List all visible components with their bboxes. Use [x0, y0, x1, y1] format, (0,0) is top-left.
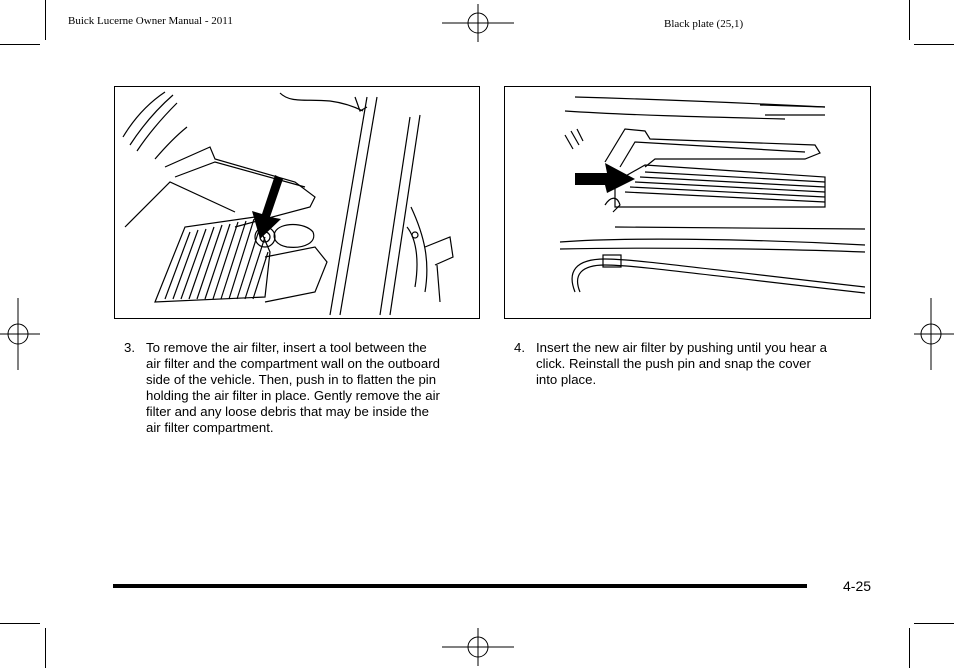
step-3-line: side of the vehicle. Then, push in to fl… [146, 372, 437, 387]
registration-mark-top [442, 4, 514, 42]
crop-mark-top-left-h [0, 44, 40, 45]
step-3-line: holding the air filter in place. Gently … [146, 388, 440, 403]
step-4-text: Insert the new air filter by pushing unt… [536, 340, 872, 388]
step-3-line: air filter and the compartment wall on t… [146, 356, 440, 371]
manual-title: Buick Lucerne Owner Manual - 2011 [68, 15, 233, 27]
registration-mark-bottom [442, 628, 514, 666]
crop-mark-bottom-left-v [45, 628, 46, 668]
step-3-number: 3. [124, 340, 135, 355]
crop-mark-bottom-right-h [914, 623, 954, 624]
down-arrow-icon [252, 175, 283, 239]
step-4-line: Insert the new air filter by pushing unt… [536, 340, 828, 355]
step-3-line: To remove the air filter, insert a tool … [146, 340, 427, 355]
crop-mark-top-right-v [909, 0, 910, 40]
step-4-line: into place. [536, 372, 597, 387]
step-3-text: To remove the air filter, insert a tool … [146, 340, 484, 436]
step-4-number: 4. [514, 340, 525, 355]
install-air-filter-illustration [504, 86, 871, 319]
remove-air-filter-drawing [122, 91, 454, 316]
page-number: 4-25 [843, 578, 872, 594]
remove-air-filter-illustration [114, 86, 480, 319]
registration-mark-right [914, 298, 954, 370]
crop-mark-top-right-h [914, 44, 954, 45]
step-3-line: filter and any loose debris that may be … [146, 404, 429, 419]
registration-mark-left [0, 298, 40, 370]
step-3-line: air filter compartment. [146, 420, 274, 435]
crop-mark-bottom-right-v [909, 628, 910, 668]
install-air-filter-drawing [559, 96, 866, 294]
plate-label: Black plate (25,1) [664, 18, 744, 30]
crop-mark-top-left-v [45, 0, 46, 40]
right-arrow-icon [575, 163, 635, 193]
step-4-line: click. Reinstall the push pin and snap t… [536, 356, 811, 371]
footer-rule [113, 584, 807, 588]
crop-mark-bottom-left-h [0, 623, 40, 624]
